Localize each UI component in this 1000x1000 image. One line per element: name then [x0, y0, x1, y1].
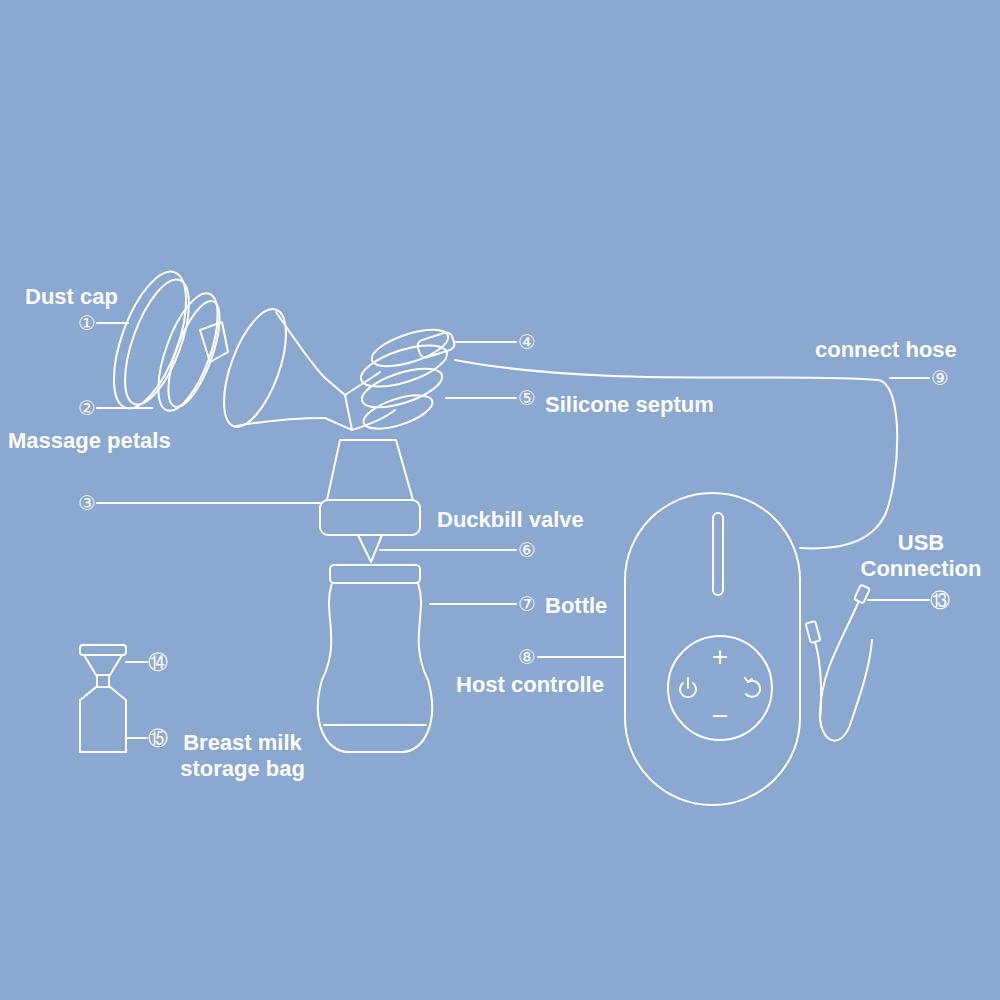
breast-shield-drawing: [211, 302, 352, 435]
part-label: Massage petals: [8, 428, 171, 454]
callout-number: ⑬: [930, 590, 950, 610]
callout-number: ②: [78, 398, 96, 418]
leader-lines: [97, 323, 929, 738]
part-label: Host controlle: [456, 672, 604, 698]
callout-number: ⑨: [931, 368, 949, 388]
usb-cable-drawing: [806, 585, 872, 741]
part-label: Bottle: [545, 593, 607, 619]
pump-body-drawing: [320, 372, 420, 562]
callout-number: ④: [518, 332, 536, 352]
massage-petals-drawing: [146, 286, 230, 418]
button-symbol: +: [711, 646, 729, 668]
callout-number: ①: [78, 313, 96, 333]
callout-number: ⑤: [518, 388, 536, 408]
callout-number: ⑧: [518, 647, 536, 667]
part-label: Breast milk storage bag: [160, 730, 325, 783]
silicone-septum-drawing: [356, 322, 456, 435]
callout-number: ⑭: [148, 652, 168, 672]
storage-bag-drawing: [80, 645, 126, 752]
callout-number: ⑥: [518, 540, 536, 560]
host-controller-drawing: [625, 493, 800, 805]
callout-number: ⑮: [148, 728, 168, 748]
bottle-drawing: [318, 565, 432, 752]
part-label: Dust cap: [25, 284, 118, 310]
part-label: connect hose: [815, 337, 957, 363]
callout-number: ⑦: [518, 594, 536, 614]
part-label: Duckbill valve: [437, 507, 584, 533]
callout-number: ③: [78, 493, 96, 513]
button-symbol: −: [711, 705, 729, 727]
part-label: Silicone septum: [545, 392, 714, 418]
part-label: USB Connection: [846, 530, 996, 583]
